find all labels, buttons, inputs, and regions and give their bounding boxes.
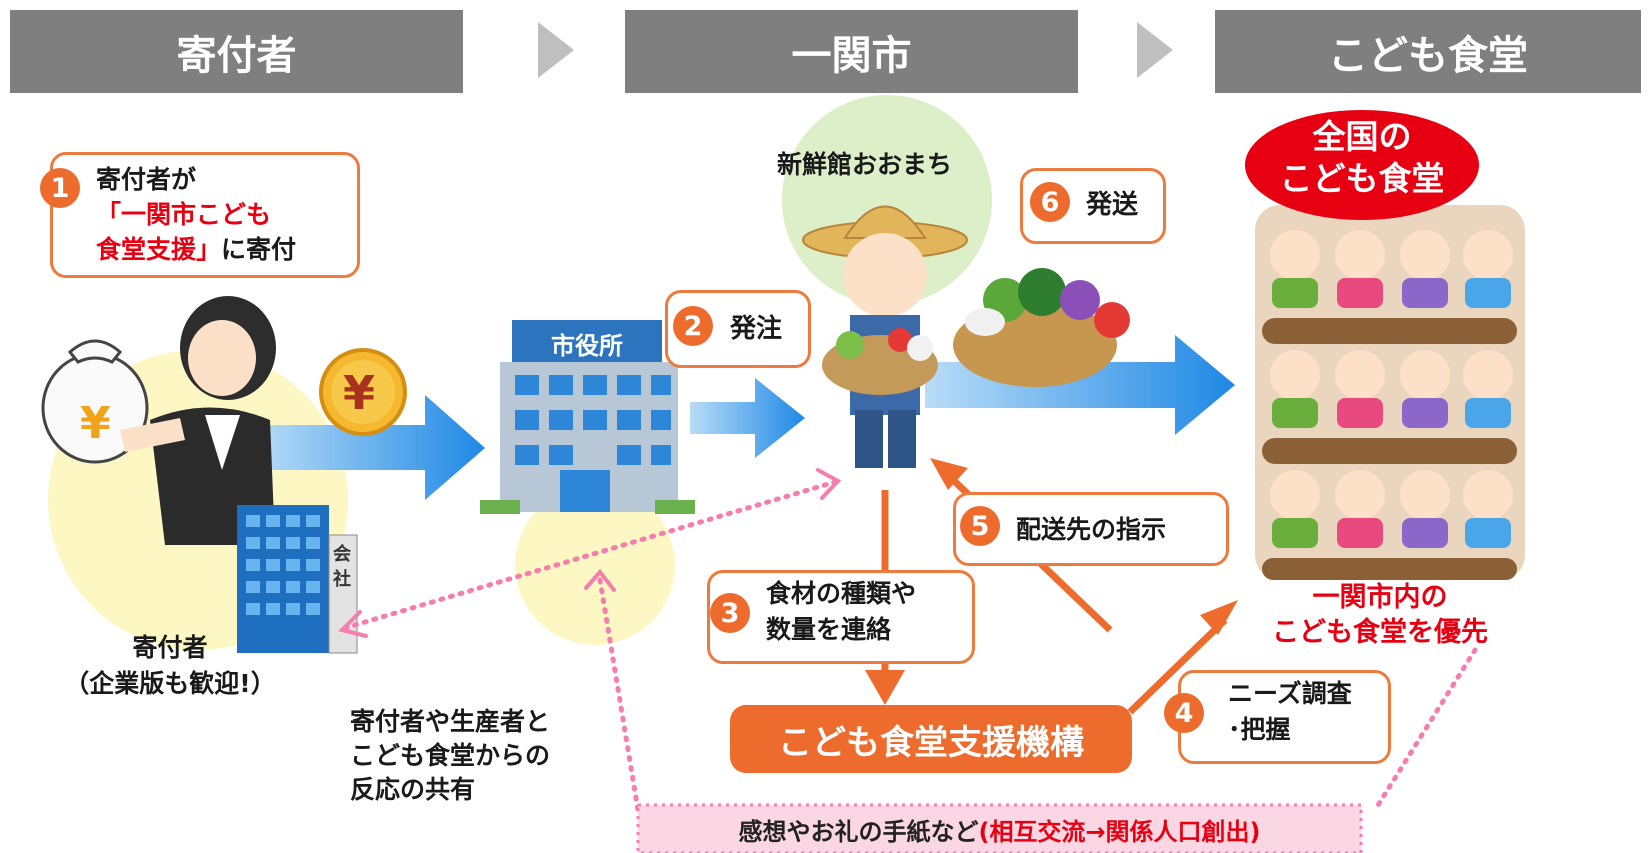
company-sign-2: 社 bbox=[333, 569, 351, 590]
step2-number: 2 bbox=[673, 306, 713, 346]
step4-text: ニーズ調査 ･把握 bbox=[1228, 679, 1352, 744]
bag-yen-text: ¥ bbox=[80, 398, 111, 449]
farm-label: 新鮮館おおまち bbox=[777, 150, 953, 179]
order-arrow bbox=[690, 378, 805, 458]
org-pill bbox=[730, 705, 1132, 773]
donor-label: 寄付者 （企業版も歓迎!） bbox=[64, 633, 276, 698]
city-hall-sign: 市役所 bbox=[551, 332, 623, 360]
farmer-illustration bbox=[802, 205, 968, 468]
step4-callout bbox=[1178, 670, 1391, 764]
chevron-right-icon bbox=[1137, 22, 1173, 78]
step1-text: 寄付者が 「一関市こども 食堂支援」に寄付 bbox=[96, 165, 297, 264]
step3-number: 3 bbox=[710, 593, 750, 633]
coin-yen-text: ¥ bbox=[343, 366, 376, 420]
feedback-text: 寄付者や生産者と こども食堂からの 反応の共有 bbox=[350, 707, 551, 804]
priority-text: 一関市内の こども食堂を優先 bbox=[1272, 582, 1488, 648]
bottom-banner-bg bbox=[636, 803, 1363, 853]
company-sign-1: 会 bbox=[333, 544, 351, 565]
donation-arrow bbox=[255, 395, 485, 500]
dotted-feedback-arrows bbox=[342, 479, 1478, 813]
nationwide-badge bbox=[1245, 110, 1479, 220]
money-bag-icon bbox=[41, 339, 149, 464]
banner-text-main: 感想やお礼の手紙など bbox=[738, 817, 979, 846]
step3-text: 食材の種類や 数量を連絡 bbox=[766, 579, 917, 644]
children-group-illustration bbox=[1255, 205, 1525, 580]
step1-callout bbox=[50, 152, 360, 278]
city-hall-building-icon bbox=[480, 320, 695, 514]
city-bg-circle bbox=[515, 485, 675, 645]
step2-label: 発注 bbox=[730, 314, 783, 344]
banner-text-highlight: (相互交流→関係人口創出) bbox=[978, 817, 1261, 846]
vegetable-basket-illustration bbox=[953, 268, 1130, 387]
header-city: 一関市 bbox=[625, 10, 1078, 93]
header-donor: 寄付者 bbox=[10, 10, 463, 93]
step3-callout bbox=[707, 570, 975, 664]
yen-coin-icon bbox=[319, 348, 407, 436]
step4-number: 4 bbox=[1164, 693, 1204, 733]
step5-label: 配送先の指示 bbox=[1016, 515, 1167, 544]
org-label: こども食堂支援機構 bbox=[778, 722, 1084, 763]
step5-number: 5 bbox=[960, 506, 1000, 546]
chevron-right-icon bbox=[538, 22, 574, 78]
step6-number: 6 bbox=[1030, 182, 1070, 222]
header-kids-cafeteria: こども食堂 bbox=[1215, 10, 1641, 93]
nationwide-title: 全国の こども食堂 bbox=[1279, 117, 1445, 198]
step1-number: 1 bbox=[40, 168, 80, 208]
dotted-arrow-heads bbox=[338, 468, 842, 638]
step6-label: 発送 bbox=[1086, 190, 1139, 220]
donor-person-illustration bbox=[120, 296, 276, 545]
shipping-arrow bbox=[925, 335, 1235, 435]
bottom-banner: 感想やお礼の手紙など(相互交流→関係人口創出) bbox=[638, 805, 1361, 853]
company-building-icon bbox=[237, 505, 358, 654]
